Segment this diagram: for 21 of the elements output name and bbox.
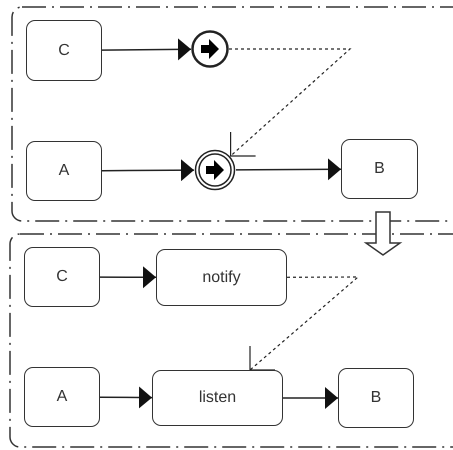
arrow bbox=[100, 266, 156, 288]
intermediate-event-circle bbox=[194, 149, 236, 191]
task-box: listen bbox=[152, 370, 283, 426]
task-box: B bbox=[341, 139, 418, 199]
task-box: notify bbox=[156, 249, 287, 306]
dotted-connector bbox=[229, 48, 352, 157]
arrow bbox=[102, 38, 191, 60]
arrow bbox=[283, 387, 338, 409]
task-box: A bbox=[24, 367, 100, 427]
arrow bbox=[236, 158, 341, 180]
arrow bbox=[102, 159, 194, 182]
event-circle bbox=[191, 30, 229, 68]
task-box: C bbox=[24, 247, 100, 307]
task-box: A bbox=[26, 141, 102, 201]
dash-dot-frame bbox=[9, 233, 453, 448]
task-box: B bbox=[338, 368, 414, 428]
dotted-connector bbox=[249, 276, 360, 371]
block-arrow bbox=[364, 211, 402, 256]
arrow bbox=[100, 386, 152, 408]
dash-dot-frame bbox=[11, 6, 453, 222]
task-box: C bbox=[26, 20, 102, 81]
